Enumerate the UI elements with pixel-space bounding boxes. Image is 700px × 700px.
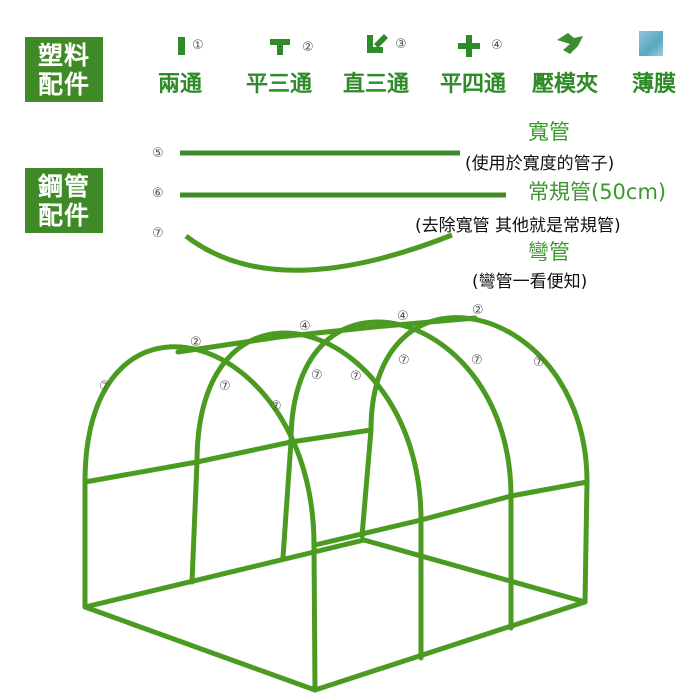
arch-4 — [359, 315, 590, 605]
frame-label: ⑦ — [219, 379, 231, 394]
pipe-number: ⑥ — [152, 186, 164, 201]
straight-connector-icon — [178, 37, 185, 55]
arch-3 — [280, 319, 514, 631]
part-label: 兩通 — [158, 72, 203, 97]
steel-parts-label: 鋼管 配件 — [25, 168, 103, 233]
steel-label-line1: 鋼管 — [37, 171, 90, 201]
bent-pipe-name: 彎管 — [528, 240, 570, 264]
part-label: 薄膜 — [632, 72, 677, 97]
frame-label: ⑦ — [350, 369, 362, 384]
part-number: ③ — [395, 37, 407, 52]
part-number: ① — [192, 38, 204, 53]
frame-label: ⑦ — [270, 399, 282, 414]
frame-label: ④ — [299, 319, 311, 334]
side-bar-left — [82, 427, 374, 485]
arch-1 — [82, 344, 318, 693]
t-connector-icon — [270, 39, 290, 55]
frame-label: ⑦ — [99, 379, 111, 394]
part-label: 壓模夾 — [532, 72, 599, 97]
part-label: 直三通 — [343, 72, 410, 97]
pipe-number: ⑤ — [152, 146, 164, 161]
steel-label-line2: 配件 — [37, 200, 90, 230]
plastic-parts-label: 塑料 配件 — [25, 37, 103, 102]
frame-label: ⑦ — [398, 353, 410, 368]
frame-label: ④ — [397, 309, 409, 324]
regular-pipe-name: 常規管(50cm) — [528, 180, 667, 204]
arch-2 — [189, 330, 424, 661]
part-number: ② — [302, 40, 314, 55]
cross-connector-icon — [458, 35, 480, 57]
frame-label: ⑦ — [533, 355, 545, 370]
side-bar-right — [312, 479, 590, 548]
bent-pipe — [184, 232, 453, 273]
part-label: 平四通 — [440, 72, 507, 97]
wide-pipe-name: 寬管 — [528, 120, 570, 144]
pipe-number: ⑦ — [152, 226, 164, 241]
film-icon — [639, 31, 663, 56]
frame-label: ② — [190, 335, 202, 350]
frame-label: ⑦ — [471, 353, 483, 368]
bent-pipe-desc: (彎管一看便知) — [472, 272, 588, 292]
plastic-label-line1: 塑料 — [37, 40, 90, 70]
wide-pipe-desc: (使用於寬度的管子) — [465, 154, 615, 174]
regular-pipe-desc: (去除寬管 其他就是常規管) — [415, 216, 621, 236]
frame-label: ⑦ — [311, 368, 323, 383]
frame-label: ② — [472, 303, 484, 318]
part-label: 平三通 — [246, 72, 313, 97]
part-number: ④ — [491, 38, 503, 53]
plastic-label-line2: 配件 — [37, 69, 90, 99]
